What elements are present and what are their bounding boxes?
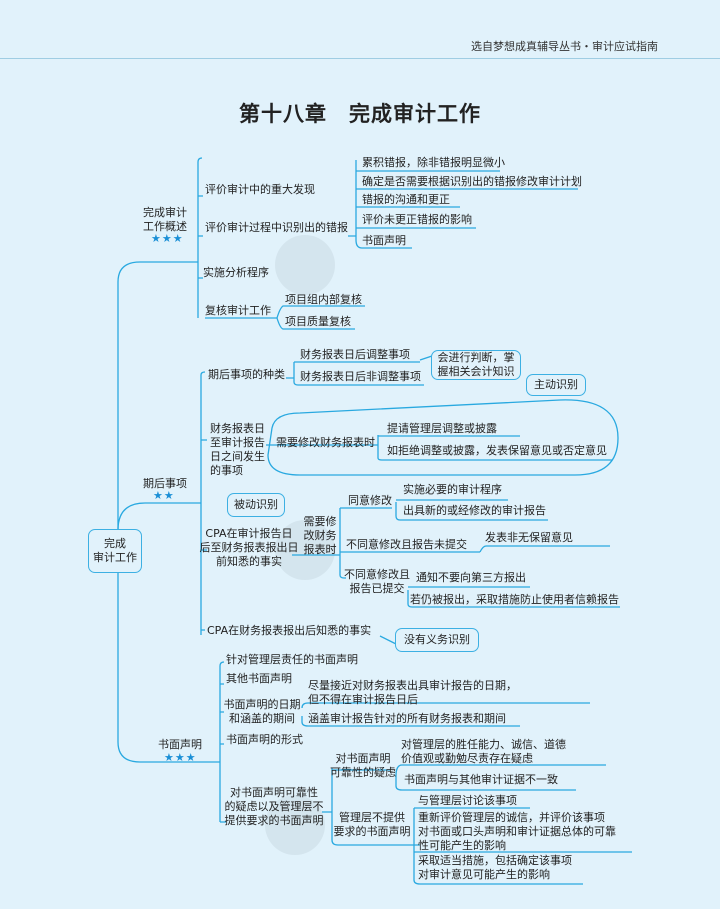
leaf: 与管理层讨论该事项	[418, 794, 517, 807]
page-title: 第十八章 完成审计工作	[239, 101, 481, 126]
leaf: 累积错报，除非错报明显微小	[362, 156, 505, 169]
node: 其他书面声明	[226, 672, 292, 685]
leaf: 项目质量复核	[285, 315, 351, 328]
branch-representations-label: 书面声明	[158, 738, 202, 751]
leaf: 如拒绝调整或披露，发表保留意见或否定意见	[387, 444, 607, 457]
importance-stars: ★★★	[164, 751, 197, 764]
condition-label: 需要修 改财务 报表时	[303, 515, 337, 556]
leaf: 若仍被报出，采取措施防止使用者信赖报告	[410, 593, 619, 606]
watermark-logo	[265, 795, 325, 855]
root-node: 完成 审计工作	[88, 529, 142, 573]
node-period-3: CPA在财务报表报出后知悉的事实	[207, 624, 372, 637]
leaf: 评价未更正错报的影响	[362, 213, 472, 226]
callout-no-duty: 没有义务识别	[395, 628, 479, 652]
callout-passive: 被动识别	[227, 493, 285, 517]
leaf: 财务报表日后调整事项	[300, 348, 410, 361]
node-disagree-unsubmitted: 不同意修改且报告未提交	[346, 538, 467, 551]
leaf: 项目组内部复核	[285, 293, 362, 306]
node: 针对管理层责任的书面声明	[226, 653, 358, 666]
leaf: 通知不要向第三方报出	[416, 571, 526, 584]
leaf: 涵盖审计报告针对的所有财务报表和期间	[308, 712, 506, 725]
node-agree: 同意修改	[348, 494, 392, 507]
leaf: 错报的沟通和更正	[362, 193, 450, 206]
watermark-logo	[275, 520, 335, 580]
leaf: 对管理层的胜任能力、诚信、道德 价值观或勤勉尽责存在疑虑	[401, 738, 566, 765]
node: 对书面声明可靠性 的疑虑以及管理层不 提供要求的书面声明	[224, 786, 324, 827]
leaf: 重新评价管理层的诚信，并评价该事项 对书面或口头声明和审计证据总体的可靠 性可能…	[418, 811, 616, 852]
leaf: 财务报表日后非调整事项	[300, 370, 421, 383]
leaf: 书面声明与其他审计证据不一致	[404, 773, 558, 786]
node-doubt: 对书面声明 可靠性的疑虑	[330, 752, 396, 779]
leaf: 采取适当措施，包括确定该事项 对审计意见可能产生的影响	[418, 854, 572, 881]
node-event-types: 期后事项的种类	[208, 368, 285, 381]
node-not-provided: 管理层不提供 要求的书面声明	[333, 811, 411, 838]
leaf: 确定是否需要根据识别出的错报修改审计计划	[362, 175, 582, 188]
node-review-audit-work: 复核审计工作	[205, 304, 271, 317]
leaf: 尽量接近对财务报表出具审计报告的日期， 但不得在审计报告日后	[308, 679, 517, 706]
node-misstatements: 评价审计过程中识别出的错报	[205, 221, 348, 234]
leaf: 实施必要的审计程序	[403, 483, 502, 496]
leaf: 发表非无保留意见	[485, 531, 573, 544]
node: 书面声明的形式	[226, 733, 303, 746]
callout-note: 会进行判断，掌 握相关会计知识	[431, 350, 521, 380]
importance-stars: ★★★	[151, 232, 184, 245]
watermark-logo	[275, 235, 335, 295]
condition-label: 需要修改财务报表时	[276, 436, 375, 449]
leaf: 出具新的或经修改的审计报告	[403, 504, 546, 517]
node-period-1: 财务报表日 至审计报告 日之间发生 的事项	[210, 422, 265, 477]
node: 书面声明的日期 和涵盖的期间	[223, 698, 301, 725]
callout-active: 主动识别	[526, 374, 586, 396]
branch-subsequent-label: 期后事项	[143, 477, 187, 490]
node-disagree-submitted: 不同意修改且 报告已提交	[344, 568, 410, 595]
importance-stars: ★★	[153, 489, 175, 502]
header-divider	[0, 58, 720, 59]
leaf: 提请管理层调整或披露	[387, 422, 497, 435]
node-analytical-procedures: 实施分析程序	[203, 266, 269, 279]
node-major-findings: 评价审计中的重大发现	[205, 183, 315, 196]
leaf: 书面声明	[362, 234, 406, 247]
branch-overview-label: 完成审计 工作概述	[143, 206, 187, 233]
book-series-header: 选自梦想成真辅导丛书・审计应试指南	[471, 40, 658, 53]
node-period-2: CPA在审计报告日 后至财务报表报出日 前知悉的事实	[199, 527, 299, 568]
